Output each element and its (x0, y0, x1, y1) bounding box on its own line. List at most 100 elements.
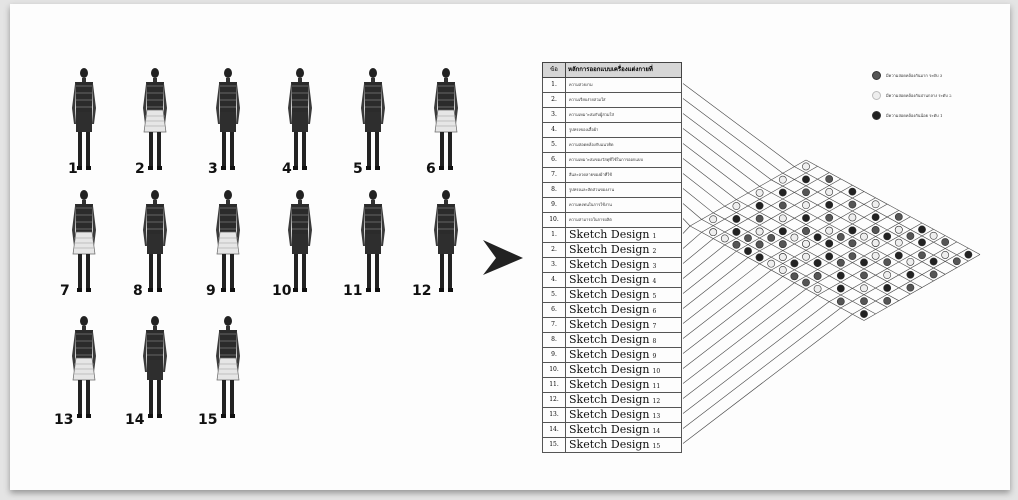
connector-line (683, 232, 702, 248)
matrix-dot (918, 239, 925, 246)
matrix-dot (837, 259, 844, 266)
row-num: 9. (543, 198, 566, 212)
criteria-row: 2.ความเรียบง่ายสวมใส่ (542, 93, 682, 108)
matrix-dot (826, 175, 833, 182)
criteria-text: รูปทรงของเสื้อผ้า (566, 123, 681, 137)
grid-line (794, 167, 968, 262)
matrix-dot (826, 253, 833, 260)
design-row: 7.Sketch Design7 (542, 318, 682, 333)
design-number: 1 (653, 233, 657, 240)
matrix-dot (860, 259, 867, 266)
matrix-dot (860, 233, 867, 240)
design-label: Sketch Design6 (566, 303, 681, 317)
matrix-dot (849, 201, 856, 208)
matrix-dot (768, 234, 775, 241)
matrix-dot (884, 297, 891, 304)
matrix-dot (849, 240, 856, 247)
matrix-dot (907, 284, 914, 291)
design-row: 2.Sketch Design2 (542, 243, 682, 258)
matrix-dot (814, 259, 821, 266)
row-num: 4. (543, 123, 566, 137)
row-num: 8. (543, 183, 566, 197)
criteria-row: 5.ความสอดคล้องกับแนวคิด (542, 138, 682, 153)
criteria-text: สีและลวดลายของผ้าที่ใช้ (566, 168, 681, 182)
matrix-dot (884, 284, 891, 291)
design-number: 8 (653, 338, 657, 345)
matrix-dot (872, 239, 879, 246)
grid-line (690, 160, 806, 226)
matrix-dot (849, 188, 856, 195)
connector-line (683, 114, 771, 180)
design-text: Sketch Design (569, 258, 650, 271)
matrix-dot (779, 176, 786, 183)
matrix-dot (918, 252, 925, 259)
connector-line (683, 270, 771, 338)
matrix-dot (907, 271, 914, 278)
matrix-dot (721, 235, 728, 242)
matrix-dot (872, 214, 879, 221)
row-num: 2. (543, 93, 566, 107)
row-num: 15. (543, 438, 566, 452)
matrix-dot (733, 215, 740, 222)
row-num: 3. (543, 258, 566, 272)
matrix-dot (710, 229, 717, 236)
matrix-dot (895, 226, 902, 233)
matrix-dot (710, 216, 717, 223)
design-row: 4.Sketch Design4 (542, 273, 682, 288)
design-row: 10.Sketch Design10 (542, 363, 682, 378)
criteria-text: ความสอดคล้องกับแนวคิด (566, 138, 681, 152)
matrix-dot (791, 234, 798, 241)
matrix-dot (907, 232, 914, 239)
matrix-dot (756, 202, 763, 209)
connector-line (683, 99, 783, 174)
criteria-text: ความสวยงาม (566, 78, 681, 92)
connector-line (683, 189, 713, 213)
design-text: Sketch Design (569, 318, 650, 331)
matrix-dot (884, 259, 891, 266)
design-row: 12.Sketch Design12 (542, 393, 682, 408)
design-number: 9 (653, 353, 657, 360)
design-number: 7 (653, 323, 657, 330)
matrix-dot (872, 201, 879, 208)
criteria-row: 1.ความสวยงาม (542, 78, 682, 93)
matrix-dot (895, 213, 902, 220)
row-num: 5. (543, 138, 566, 152)
connector-line (683, 159, 736, 200)
criteria-row: 4.รูปทรงของเสื้อผ้า (542, 123, 682, 138)
design-label: Sketch Design14 (566, 423, 681, 437)
legend-text: มีความสอดคล้องกันน้อย ระดับ 1 (886, 112, 943, 119)
design-number: 3 (653, 263, 657, 270)
design-row: 6.Sketch Design6 (542, 303, 682, 318)
matrix-dot (791, 260, 798, 267)
criteria-row: 8.รูปทรงและสัดส่วนของงาน (542, 183, 682, 198)
matrix-dot (826, 214, 833, 221)
matrix-dot (837, 298, 844, 305)
criteria-text: รูปทรงและสัดส่วนของงาน (566, 183, 681, 197)
criteria-text: ความสามารถในการผลิต (566, 213, 681, 227)
header-num: ข้อ (543, 63, 566, 77)
design-label: Sketch Design3 (566, 258, 681, 272)
row-num: 5. (543, 288, 566, 302)
matrix-dot (930, 271, 937, 278)
matrix-dot (802, 163, 809, 170)
row-num: 12. (543, 393, 566, 407)
design-number: 15 (653, 443, 661, 450)
matrix-dot (756, 254, 763, 261)
grid-line (702, 219, 876, 314)
grid-line (713, 173, 829, 239)
design-text: Sketch Design (569, 333, 650, 346)
design-label: Sketch Design13 (566, 408, 681, 422)
row-num: 6. (543, 303, 566, 317)
matrix-dot (802, 176, 809, 183)
design-number: 5 (653, 293, 657, 300)
criteria-text: ความเหมาะสมกับผู้สวมใส่ (566, 108, 681, 122)
legend: มีความสอดคล้องกันมาก ระดับ 3มีความสอดคล้… (872, 70, 982, 130)
design-number: 6 (653, 308, 657, 315)
criteria-text: ความคงทนในการใช้งาน (566, 198, 681, 212)
connector-line (683, 226, 690, 234)
